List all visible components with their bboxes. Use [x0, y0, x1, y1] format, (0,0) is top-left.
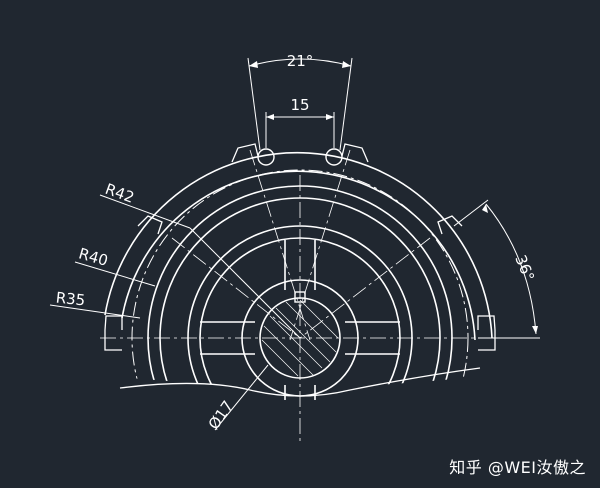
dim-radius-inner: R35 [55, 289, 86, 310]
dimension-lines [49, 57, 540, 431]
dim-radius-middle: R40 [77, 244, 110, 269]
dim-width-top: 15 [290, 96, 309, 114]
bore-hatch [261, 299, 339, 377]
dim-angle-top: 21° [287, 52, 314, 70]
center-lines [100, 149, 500, 445]
dim-angle-right: 36° [511, 252, 538, 283]
hole-left [257, 148, 275, 166]
hole-right [325, 148, 343, 166]
watermark: 知乎 @WEI汝傲之 [449, 458, 586, 477]
outer-rim [104, 143, 496, 351]
dim-diameter-hole: Ø17 [205, 397, 237, 433]
arrowheads [249, 61, 538, 334]
dim-radius-outer: R42 [103, 180, 137, 207]
